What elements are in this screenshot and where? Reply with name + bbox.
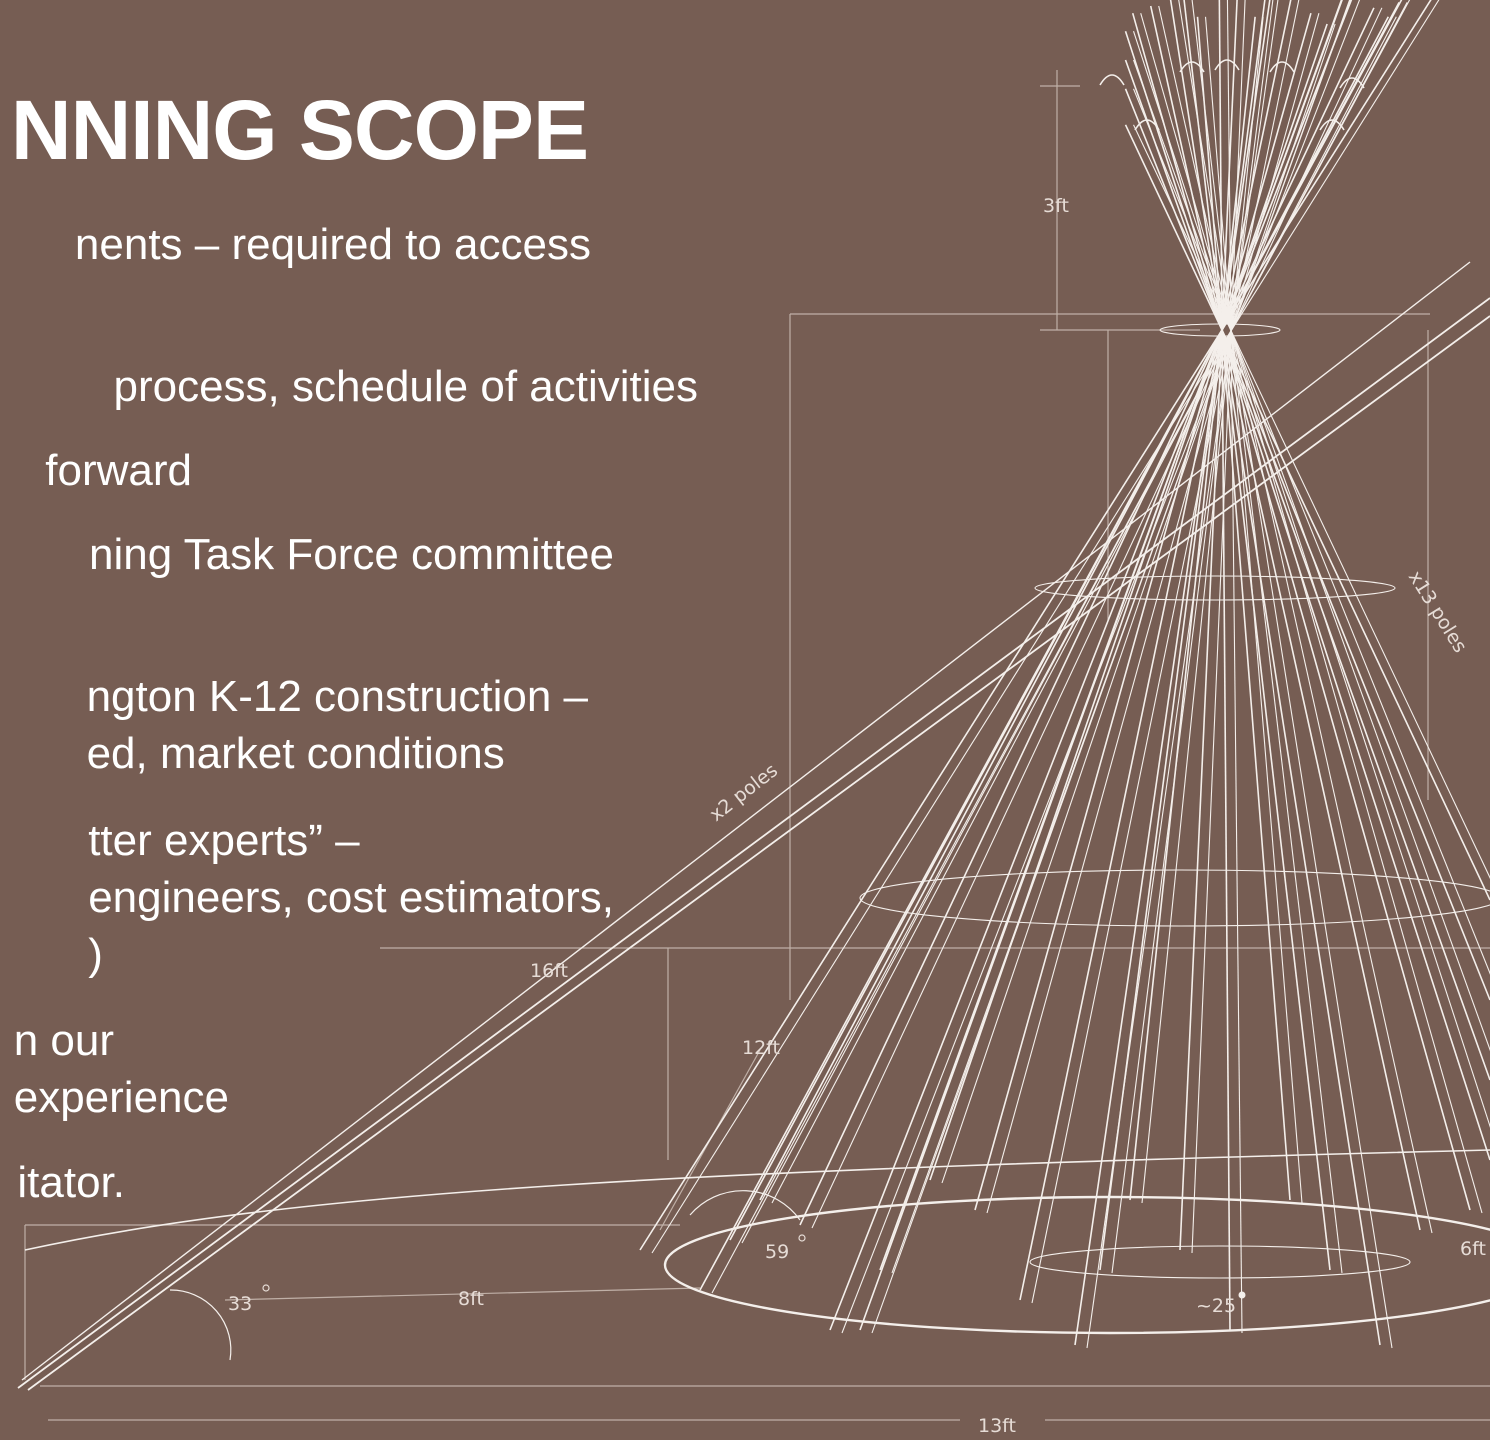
pole-top-6 <box>1339 77 1365 89</box>
tipi-pole-24a <box>859 0 1343 1331</box>
tipi-pole-8b <box>941 23 1336 1184</box>
tipi-pole-3b <box>741 2 1408 1244</box>
tipi-pole-23a <box>1124 124 1490 901</box>
label-angle-59: 59 <box>765 1241 789 1263</box>
bullet-6: tter experts” – engineers, cost estimato… <box>88 812 614 983</box>
slide-title: NNING SCOPE <box>10 83 589 177</box>
ground-curve <box>24 1149 1490 1251</box>
tipi-pole-4a <box>759 16 1390 1201</box>
tipi-pole-13a <box>1179 0 1238 1251</box>
tipi-pole-3a <box>729 2 1400 1241</box>
bullet-2-line-1: process, schedule of activities <box>113 362 698 411</box>
pole-top-5 <box>1269 61 1295 73</box>
bullet-5-line-2: ed, market conditions <box>86 729 505 778</box>
degree-symbol-33 <box>262 1284 270 1292</box>
pole-top-4 <box>1214 59 1240 71</box>
dimension-line-radius <box>224 1287 701 1301</box>
bullet-6-line-1: tter experts” – <box>88 816 360 865</box>
label-long-pole: 16ft <box>530 960 568 982</box>
tipi-pole-22b <box>1133 88 1490 975</box>
bullet-3-line-1: forward <box>45 446 192 495</box>
long-pole-3 <box>21 261 1471 1381</box>
tipi-pole-19b <box>1140 13 1483 1214</box>
tipi-pole-18a <box>1149 5 1421 1231</box>
tipi-pole-7b <box>891 0 1351 1274</box>
tipi-pole-25b <box>1111 0 1274 1274</box>
tipi-pole-14a <box>1218 0 1231 1331</box>
tipi-pole-6a <box>829 0 1353 1331</box>
bullet-5: ngton K-12 construction – ed, market con… <box>87 668 588 782</box>
bullet-7: n our experience <box>14 1012 229 1126</box>
bullet-6-line-3: ) <box>88 930 103 979</box>
tipi-pole-21a <box>1124 59 1490 1081</box>
bullet-4: ning Task Force committee <box>89 526 614 583</box>
tipi-pole-24b <box>871 0 1351 1334</box>
bullet-8: itator. <box>17 1154 125 1211</box>
apex-ring-ellipse <box>1159 323 1281 337</box>
tipi-pole-10b <box>1031 0 1300 1304</box>
pole-top-1 <box>1099 74 1125 86</box>
tipi-pole-17b <box>1178 0 1393 1349</box>
pole-top-2 <box>1134 119 1160 131</box>
tipi-pole-25a <box>1099 0 1266 1271</box>
angle-arc-33 <box>169 1289 232 1361</box>
label-height: 12ft <box>742 1037 780 1059</box>
base-ring-ellipse <box>663 1195 1490 1335</box>
bullet-1: nents – required to access <box>75 216 591 273</box>
tipi-pole-9b <box>986 13 1320 1214</box>
bullet-1-line-1: nents – required to access <box>74 220 591 269</box>
pole-top-3 <box>1179 61 1205 73</box>
bullet-4-line-1: ning Task Force committee <box>89 530 614 579</box>
bullet-8-line-1: itator. <box>17 1158 125 1207</box>
bullet-3: forward <box>45 442 192 499</box>
bullet-7-line-1: n our <box>13 1016 115 1065</box>
mid-ring-ellipse <box>859 869 1490 927</box>
tipi-pole-4b <box>771 16 1397 1204</box>
pole-top-7 <box>1319 119 1345 131</box>
bullet-5-line-1: ngton K-12 construction – <box>86 672 588 721</box>
label-top-height: 3ft <box>1043 195 1069 217</box>
label-poles-left: x2 poles <box>706 759 783 826</box>
bullet-7-line-2: experience <box>13 1073 229 1122</box>
inner-base-ellipse <box>1029 1245 1411 1279</box>
tipi-pole-12a <box>1129 16 1256 1201</box>
tipi-pole-5b <box>811 7 1383 1229</box>
tipi-pole-14b <box>1226 0 1243 1334</box>
tipi-pole-12b <box>1141 16 1264 1204</box>
tipi-pole-5a <box>799 7 1375 1226</box>
label-base-radius: 8ft <box>458 1288 484 1310</box>
tipi-pole-15a <box>1196 16 1291 1201</box>
tipi-pole-19a <box>1131 12 1471 1211</box>
tipi-pole-22a <box>1124 88 1490 1001</box>
label-base-width: 13ft <box>978 1415 1016 1437</box>
bullet-6-line-2: engineers, cost estimators, <box>88 873 614 922</box>
center-dot <box>1238 1291 1246 1299</box>
label-angle-33: 33 <box>228 1293 252 1315</box>
label-right-width: 6ft <box>1460 1238 1486 1260</box>
bullet-2: process, schedule of activities <box>113 358 698 415</box>
label-poles-right: x13 poles <box>1404 567 1471 657</box>
degree-symbol-59 <box>798 1234 806 1242</box>
upper-ring-ellipse <box>1034 575 1396 601</box>
tipi-pole-13b <box>1191 0 1246 1254</box>
label-center-angle: ~25 <box>1196 1295 1236 1317</box>
tipi-pole-16b <box>1191 0 1343 1274</box>
tipi-pole-11a <box>1074 0 1271 1346</box>
tipi-pole-16a <box>1183 0 1331 1271</box>
tipi-pole-6b <box>841 0 1361 1334</box>
angle-arc-59 <box>689 1190 801 1221</box>
tipi-pole-1a <box>639 0 1432 1251</box>
tipi-pole-18b <box>1158 5 1433 1234</box>
tipi-pole-23b <box>1133 124 1490 879</box>
tipi-pole-1b <box>651 0 1440 1254</box>
